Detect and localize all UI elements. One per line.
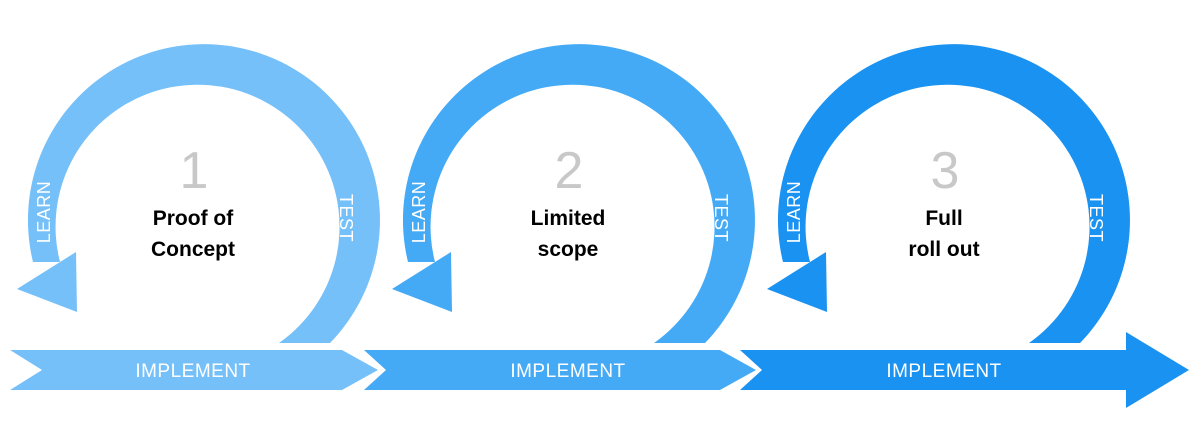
stage-1-loop	[27, 44, 380, 344]
stage-1-implement-band	[10, 350, 378, 390]
stage-1-number: 1	[180, 142, 209, 200]
stage-2-title-line1: Limited	[531, 207, 606, 230]
stage-1-title-line1: Proof of	[153, 207, 234, 230]
stage-3-implement-label: IMPLEMENT	[886, 361, 1001, 382]
stage-2-loop-arrowhead	[392, 252, 452, 312]
stage-2-title-line2: scope	[538, 238, 599, 261]
stage-1: IMPLEMENT GATHER FEEDBACK LEARN TEST 1 P…	[10, 44, 380, 390]
stage-3-implement-band	[740, 332, 1189, 408]
stage-2-loop	[402, 44, 755, 344]
stage-3-loop-arrowhead	[767, 252, 827, 312]
stage-3-title-line1: Full	[925, 207, 962, 230]
stage-1-title-line2: Concept	[151, 238, 235, 261]
stage-3-title-line2: roll out	[908, 238, 979, 261]
stage-3-test-label: TEST	[1086, 194, 1106, 242]
stage-3-loop	[777, 44, 1130, 344]
stage-2-implement-band	[364, 350, 756, 390]
stage-3-learn-label: LEARN	[784, 181, 804, 244]
stage-2-implement-label: IMPLEMENT	[510, 361, 625, 382]
stage-1-test-label: TEST	[336, 194, 356, 242]
stage-3: IMPLEMENT GATHER FEEDBACK LEARN TEST 3 F…	[740, 44, 1189, 408]
stage-3-number: 3	[931, 142, 960, 200]
stage-2-learn-label: LEARN	[409, 181, 429, 244]
stage-1-implement-label: IMPLEMENT	[135, 361, 250, 382]
stage-2: IMPLEMENT GATHER FEEDBACK LEARN TEST 2 L…	[364, 44, 756, 390]
stage-1-learn-label: LEARN	[34, 181, 54, 244]
stage-1-loop-arrowhead	[17, 252, 77, 312]
stage-2-test-label: TEST	[711, 194, 731, 242]
stage-2-number: 2	[555, 142, 584, 200]
